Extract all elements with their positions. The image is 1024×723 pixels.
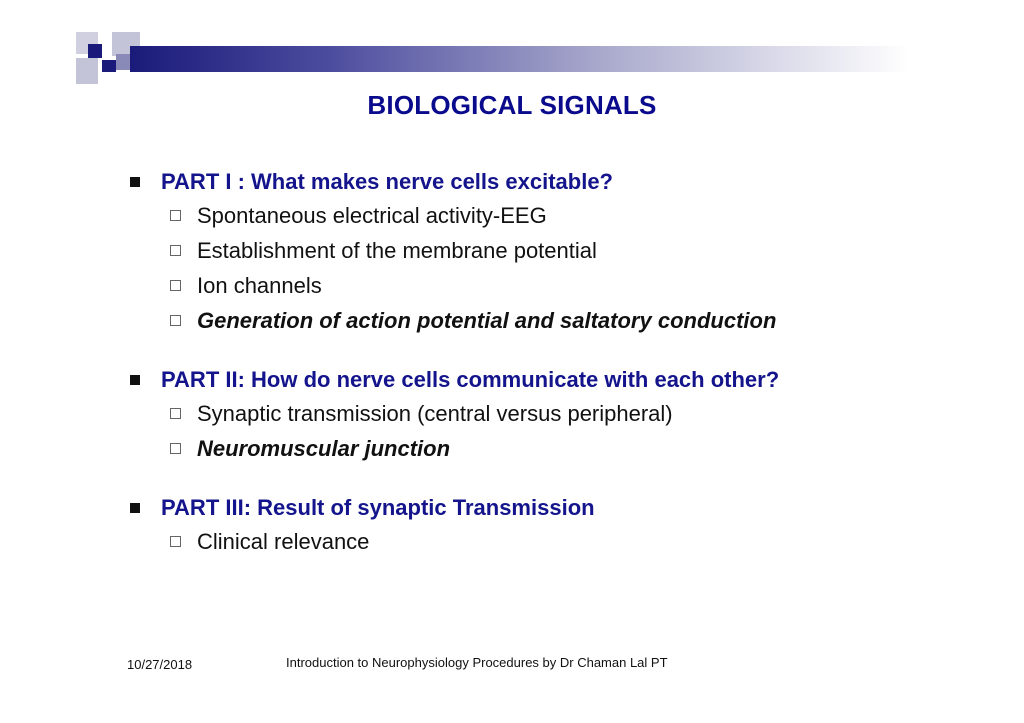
list-item: Synaptic transmission (central versus pe… — [130, 396, 990, 431]
header-gradient-bar — [130, 46, 910, 72]
footer-date: 10/27/2018 — [127, 657, 193, 672]
footer-text: Introduction to Neurophysiology Procedur… — [286, 655, 668, 670]
list-item: Establishment of the membrane potential — [130, 233, 990, 268]
hollow-square-bullet-icon — [170, 443, 181, 454]
slide-content: PART I : What makes nerve cells excitabl… — [130, 166, 990, 585]
square-bullet-icon — [130, 177, 140, 187]
slide-title: BIOLOGICAL SIGNALS — [367, 90, 657, 120]
list-item-text: Synaptic transmission (central versus pe… — [197, 400, 673, 426]
hollow-square-bullet-icon — [170, 315, 181, 326]
list-item-text: Generation of action potential and salta… — [197, 307, 777, 333]
section-title: PART II: How do nerve cells communicate … — [161, 367, 780, 392]
section-title: PART III: Result of synaptic Transmissio… — [161, 495, 595, 520]
list-item-text: Spontaneous electrical activity-EEG — [197, 202, 547, 228]
list-item-text: Clinical relevance — [197, 528, 370, 554]
section-part-1: PART I : What makes nerve cells excitabl… — [130, 166, 990, 338]
list-item-text: Establishment of the membrane potential — [197, 237, 597, 263]
list-item: Neuromuscular junction — [130, 431, 990, 466]
list-item-text: Ion channels — [197, 272, 322, 298]
section-heading: PART III: Result of synaptic Transmissio… — [130, 492, 990, 524]
section-part-2: PART II: How do nerve cells communicate … — [130, 364, 990, 466]
list-item: Generation of action potential and salta… — [130, 303, 990, 338]
section-heading: PART I : What makes nerve cells excitabl… — [130, 166, 990, 198]
section-title: PART I : What makes nerve cells excitabl… — [161, 169, 613, 194]
list-item: Spontaneous electrical activity-EEG — [130, 198, 990, 233]
list-item-text: Neuromuscular junction — [197, 435, 451, 461]
hollow-square-bullet-icon — [170, 536, 181, 547]
hollow-square-bullet-icon — [170, 210, 181, 221]
list-item: Clinical relevance — [130, 524, 990, 559]
hollow-square-bullet-icon — [170, 408, 181, 419]
list-item: Ion channels — [130, 268, 990, 303]
square-bullet-icon — [130, 503, 140, 513]
hollow-square-bullet-icon — [170, 280, 181, 291]
header-logo-squares-icon — [76, 32, 146, 88]
section-part-3: PART III: Result of synaptic Transmissio… — [130, 492, 990, 559]
square-bullet-icon — [130, 375, 140, 385]
section-heading: PART II: How do nerve cells communicate … — [130, 364, 990, 396]
hollow-square-bullet-icon — [170, 245, 181, 256]
